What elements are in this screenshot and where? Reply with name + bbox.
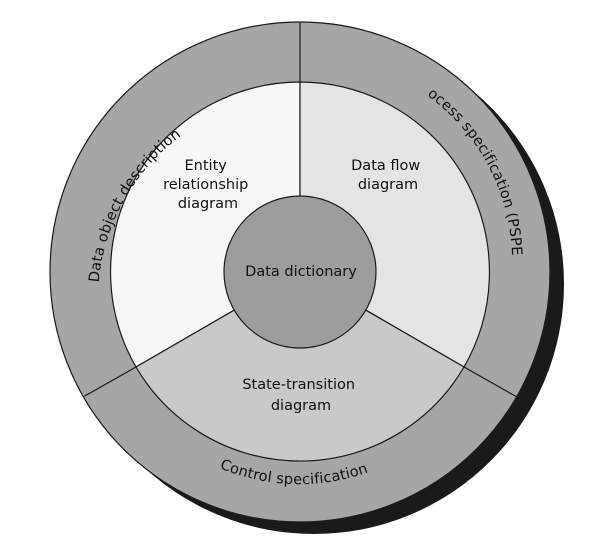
label-data-dictionary: Data dictionary bbox=[245, 264, 357, 280]
center-circle bbox=[223, 195, 377, 349]
divider-right bbox=[463, 366, 518, 398]
sector-state-transition bbox=[135, 271, 465, 462]
label-state-transition: State-transition diagram bbox=[242, 377, 359, 414]
label-entity-relationship: Entity relationship diagram bbox=[163, 158, 253, 212]
divider-left bbox=[82, 366, 137, 398]
label-data-flow: Data flow diagram bbox=[351, 158, 425, 193]
